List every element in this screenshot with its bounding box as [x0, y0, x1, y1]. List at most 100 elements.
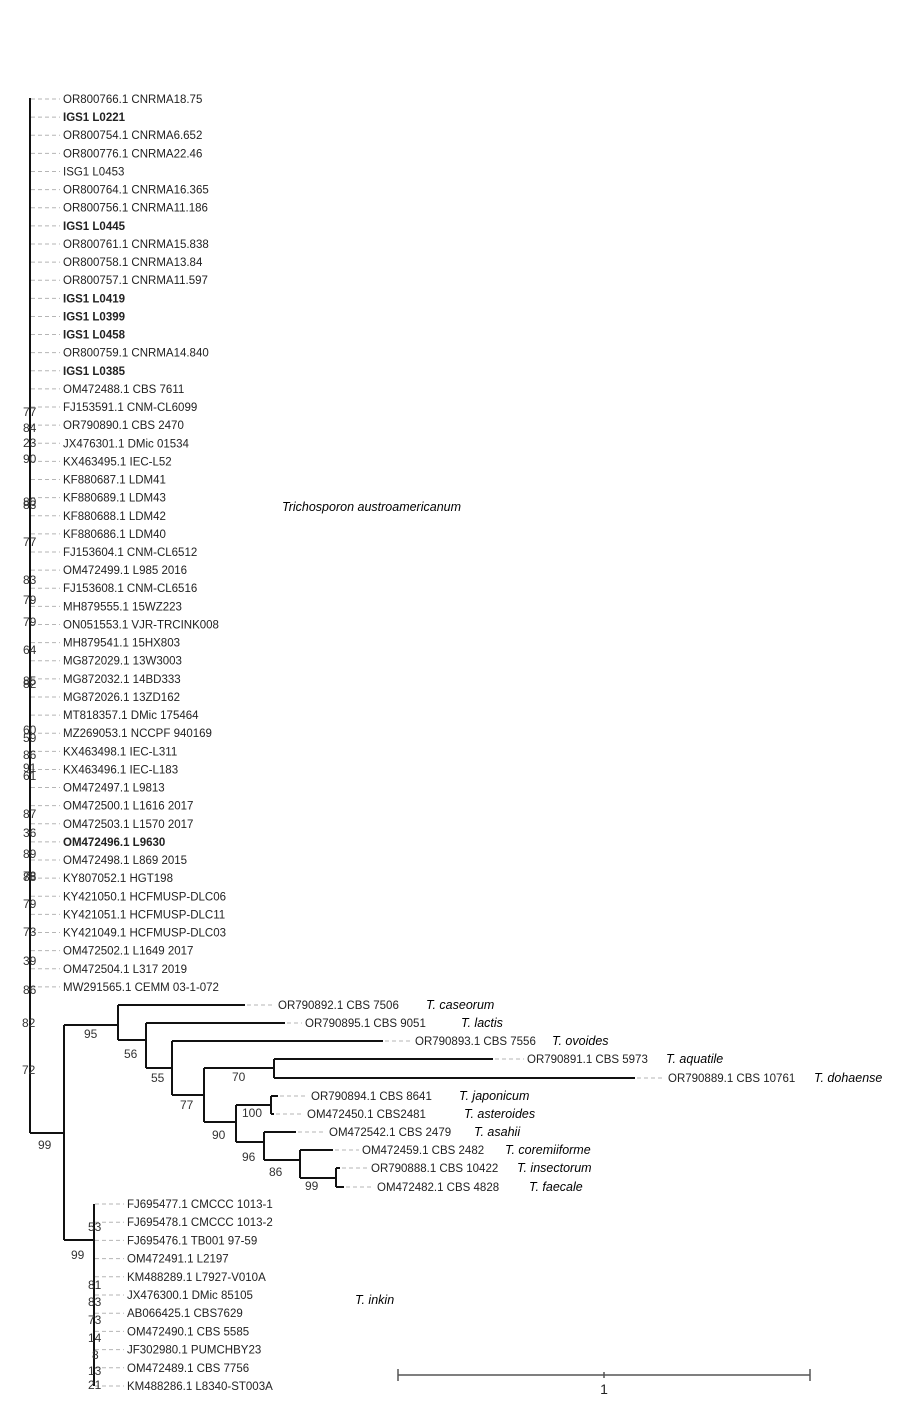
support-value: 83: [88, 1295, 102, 1309]
tip-label: OR800766.1 CNRMA18.75: [63, 94, 202, 106]
outgroup-tip-labels: OR790892.1 CBS 7506 T. caseorumOR790895.1…: [278, 998, 882, 1194]
tip-label: OM472496.1 L9630: [63, 837, 165, 849]
tip-label: OR800758.1 CNRMA13.84: [63, 257, 203, 269]
outgroup-tip-label: OM472542.1 CBS 2479: [329, 1127, 451, 1139]
inkin-tip-label: JX476300.1 DMic 85105: [127, 1290, 253, 1302]
tip-label: OM472503.1 L1570 2017: [63, 819, 193, 831]
tip-label: OR800754.1 CNRMA6.652: [63, 130, 202, 142]
tip-label: MG872029.1 13W3003: [63, 656, 182, 668]
support-value: 86: [23, 983, 37, 997]
tip-label: OM472499.1 L985 2016: [63, 565, 187, 577]
support-value: 89: [23, 847, 37, 861]
tip-label: OR800776.1 CNRMA22.46: [63, 148, 202, 160]
clade-label-inkin: T. inkin: [355, 1293, 394, 1307]
support-value: 77: [180, 1098, 194, 1112]
species-label: T. japonicum: [459, 1089, 529, 1103]
tip-label: MW291565.1 CEMM 03-1-072: [63, 982, 219, 994]
tip-label: OM472504.1 L317 2019: [63, 964, 187, 976]
species-label: T. insectorum: [517, 1161, 592, 1175]
support-value: 96: [242, 1150, 256, 1164]
support-value: 13: [88, 1364, 102, 1378]
support-value: 95: [84, 1027, 98, 1041]
tip-label: OM472502.1 L1649 2017: [63, 946, 193, 958]
outgroup-tip-label: OR790895.1 CBS 9051: [305, 1018, 426, 1030]
inkin-tip-label: OM472489.1 CBS 7756: [127, 1363, 249, 1375]
outgroup-tip-label: OR790892.1 CBS 7506: [278, 1000, 399, 1012]
tip-label: KY421049.1 HCFMUSP-DLC03: [63, 928, 226, 940]
tip-label: OR800757.1 CNRMA11.597: [63, 275, 208, 287]
inkin-tip-label: FJ695476.1 TB001 97-59: [127, 1235, 257, 1247]
species-label: T. aquatile: [666, 1052, 723, 1066]
support-value: 36: [23, 826, 37, 840]
tip-label: IGS1 L0399: [63, 311, 125, 323]
outgroup-tip-label: OR790894.1 CBS 8641: [311, 1091, 432, 1103]
inkin-tip-label: OM472491.1 L2197: [127, 1254, 229, 1266]
support-value: 99: [305, 1179, 319, 1193]
tip-label: OR790890.1 CBS 2470: [63, 420, 184, 432]
support-value: 70: [232, 1070, 246, 1084]
outgroup-tip-label: OM472482.1 CBS 4828: [377, 1182, 499, 1194]
tip-label: KX463496.1 IEC-L183: [63, 764, 178, 776]
scale-bar: 1: [397, 1369, 811, 1397]
support-value: 90: [23, 452, 37, 466]
tip-label: MZ269053.1 NCCPF 940169: [63, 728, 212, 740]
support-value: 86: [269, 1165, 283, 1179]
outgroup-tip-label: OM472450.1 CBS2481: [307, 1109, 426, 1121]
species-label: T. ovoides: [552, 1034, 609, 1048]
inkin-tip-label: JF302980.1 PUMCHBY23: [127, 1345, 261, 1357]
support-value: 78: [23, 869, 37, 883]
support-value: 73: [88, 1313, 102, 1327]
tip-label: IGS1 L0445: [63, 221, 126, 233]
tip-label: OM472500.1 L1616 2017: [63, 801, 193, 813]
tip-label: FJ153591.1 CNM-CL6099: [63, 402, 197, 414]
tip-label: KY421051.1 HCFMUSP-DLC11: [63, 909, 225, 921]
tip-label: MT818357.1 DMic 175464: [63, 710, 199, 722]
support-value: 79: [23, 593, 37, 607]
tip-label: KY421050.1 HCFMUSP-DLC06: [63, 891, 226, 903]
inkin-tip-label: AB066425.1 CBS7629: [127, 1308, 243, 1320]
species-label: T. faecale: [529, 1180, 583, 1194]
support-value: 21: [88, 1378, 102, 1392]
support-value: 80: [23, 495, 37, 509]
outgroup-tip-label: OR790889.1 CBS 10761: [668, 1073, 795, 1085]
inkin-tip-label: KM488286.1 L8340-ST003A: [127, 1381, 273, 1393]
support-value: 91: [23, 761, 37, 775]
outgroup-tip-label: OR790888.1 CBS 10422: [371, 1163, 498, 1175]
support-value: 55: [151, 1071, 165, 1085]
tip-label: KX463495.1 IEC-L52: [63, 456, 172, 468]
tip-guide-lines: [31, 98, 665, 1387]
support-value: 90: [212, 1128, 226, 1142]
tip-label: JX476301.1 DMic 01534: [63, 438, 190, 450]
support-value: 100: [242, 1106, 262, 1120]
tip-label: OR800756.1 CNRMA11.186: [63, 203, 208, 215]
species-label: T. caseorum: [426, 998, 494, 1012]
support-value: 56: [124, 1047, 138, 1061]
tip-label: OR800759.1 CNRMA14.840: [63, 348, 209, 360]
tip-label: MH879541.1 15HX803: [63, 638, 180, 650]
support-value: 64: [23, 643, 37, 657]
tree-branches: [29, 98, 635, 1386]
species-label: T. lactis: [461, 1016, 503, 1030]
support-value: 39: [23, 954, 37, 968]
inkin-tip-label: FJ695478.1 CMCCC 1013-2: [127, 1217, 273, 1229]
tip-label: IGS1 L0221: [63, 112, 126, 124]
tip-label: MG872026.1 13ZD162: [63, 692, 180, 704]
tip-label: KF880686.1 LDM40: [63, 529, 166, 541]
tip-label: OM472497.1 L9813: [63, 783, 165, 795]
tip-label: KF880689.1 LDM43: [63, 493, 166, 505]
support-value: 59: [23, 731, 37, 745]
support-value: 83: [23, 573, 37, 587]
tip-label: KX463498.1 IEC-L311: [63, 746, 177, 758]
support-value: 8: [92, 1348, 99, 1362]
support-value: 79: [23, 897, 37, 911]
support-value: 53: [88, 1220, 102, 1234]
tip-label: OR800761.1 CNRMA15.838: [63, 239, 209, 251]
support-value: 81: [88, 1278, 102, 1292]
inkin-tip-label: KM488289.1 L7927-V010A: [127, 1272, 266, 1284]
support-value: 99: [38, 1138, 52, 1152]
tip-label: KF880688.1 LDM42: [63, 511, 166, 523]
